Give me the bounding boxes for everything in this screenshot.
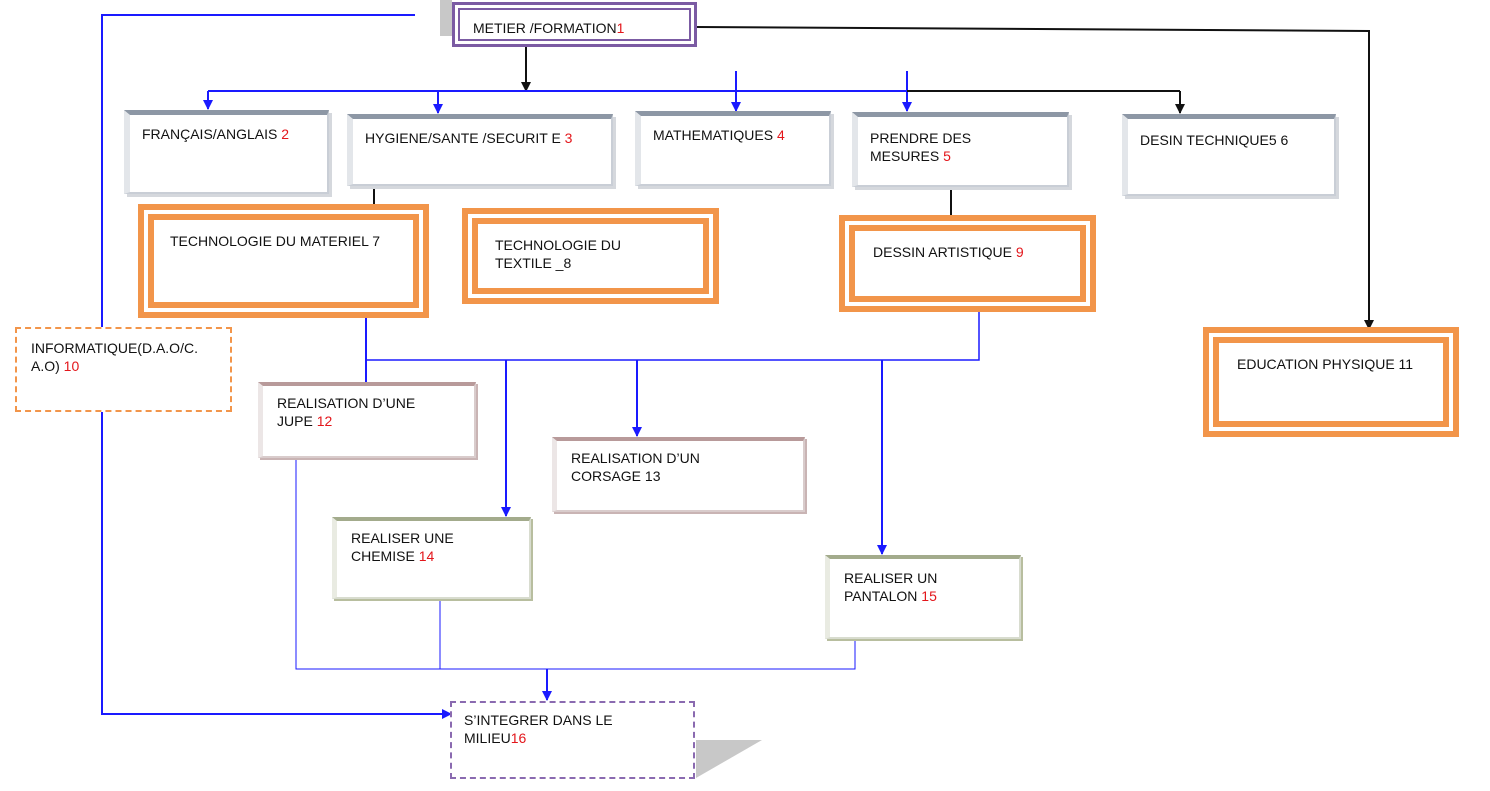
node-realiser-chemise: REALISER UNE CHEMISE 14 (332, 517, 531, 599)
node-mathematiques: MATHEMATIQUES 4 (635, 111, 831, 186)
node-11-text: EDUCATION PHYSIQUE 11 (1237, 356, 1414, 372)
node-realisation-jupe: REALISATION D’UNE JUPE 12 (258, 382, 476, 458)
node-sintegrer-dans-le-milieu: S’INTEGRER DANS LE MILIEU16 (450, 701, 695, 779)
node-francais-anglais: FRANÇAIS/ANGLAIS 2 (124, 110, 329, 194)
node-technologie-du-textile: TECHNOLOGIE DU TEXTILE _8 (462, 208, 719, 304)
link-1-to-11 (695, 26, 1374, 330)
node-6-text: DESIN TECHNIQUE5 6 (1140, 132, 1289, 148)
node-dessin-artistique: DESSIN ARTISTIQUE 9 (839, 215, 1096, 312)
node-prendre-des-mesures: PRENDRE DES MESURES 5 (852, 112, 1069, 187)
node-hygiene-sante-securite: HYGIENE/SANTE /SECURIT E 3 (347, 114, 613, 186)
node-education-physique: EDUCATION PHYSIQUE 11 (1203, 327, 1459, 437)
node-dessin-technique: DESIN TECHNIQUE5 6 (1122, 114, 1336, 196)
node-1-text: METIER /FORMATION1 (473, 20, 625, 36)
node-5-text: PRENDRE DES MESURES 5 (870, 130, 972, 164)
node-13-text: REALISATION D’UN CORSAGE 13 (571, 450, 700, 484)
node-9-text: DESSIN ARTISTIQUE 9 (873, 244, 1024, 260)
decor-gray-shape-bottom (696, 740, 762, 778)
node-15-text: REALISER UN PANTALON 15 (844, 570, 938, 604)
node-technologie-du-materiel: TECHNOLOGIE DU MATERIEL 7 (138, 204, 429, 318)
node-3-text: HYGIENE/SANTE /SECURIT E 3 (365, 130, 573, 146)
node-4-text: MATHEMATIQUES 4 (653, 127, 785, 143)
node-metier-formation: METIER /FORMATION1 (452, 2, 697, 47)
node-7-text: TECHNOLOGIE DU MATERIEL 7 (170, 233, 381, 249)
node-realisation-corsage: REALISATION D’UN CORSAGE 13 (552, 437, 805, 512)
node-realiser-pantalon: REALISER UN PANTALON 15 (825, 555, 1021, 639)
node-8-text: TECHNOLOGIE DU TEXTILE _8 (495, 237, 622, 271)
node-14-text: REALISER UNE CHEMISE 14 (351, 530, 454, 564)
node-10-text: INFORMATIQUE(D.A.O/C. A.O) 10 (31, 340, 198, 374)
link-9-to-bar (366, 308, 980, 361)
link-12-down (295, 458, 856, 670)
node-16-text: S’INTEGRER DANS LE MILIEU16 (464, 712, 613, 746)
node-2-text: FRANÇAIS/ANGLAIS 2 (142, 126, 290, 142)
decor-gray-shape-top (440, 0, 452, 36)
node-12-text: REALISATION D’UNE JUPE 12 (277, 395, 416, 429)
node-informatique: INFORMATIQUE(D.A.O/C. A.O) 10 (15, 327, 232, 412)
